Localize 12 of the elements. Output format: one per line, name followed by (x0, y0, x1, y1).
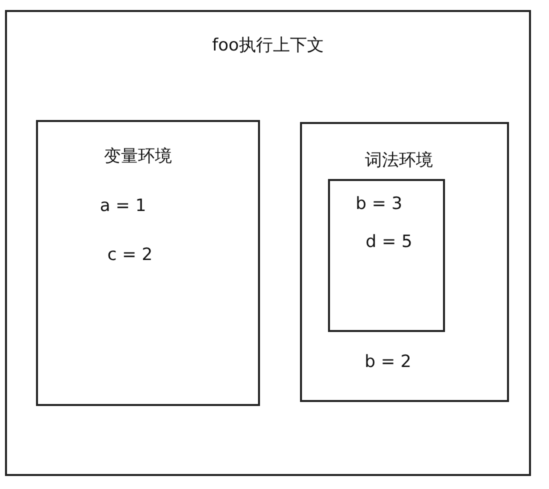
variable-text: d = 5 (366, 232, 412, 252)
variable-text: a = 1 (100, 196, 146, 216)
environment-box (36, 120, 260, 406)
box-title: foo执行上下文 (212, 34, 324, 56)
context-box (5, 10, 531, 476)
box-title: 词法环境 (365, 150, 433, 172)
variable-text: b = 2 (364, 352, 412, 372)
environment-box (300, 122, 509, 402)
box-title: 变量环境 (104, 146, 172, 168)
variable-text: c = 2 (107, 245, 153, 265)
scope-box (328, 179, 445, 332)
box-title: b = 3 (356, 194, 402, 214)
